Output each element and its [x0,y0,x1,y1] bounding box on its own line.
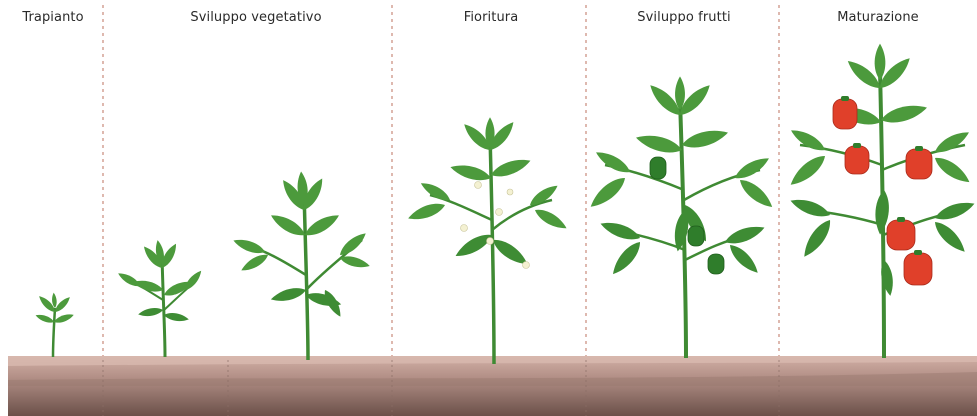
green-pepper [650,157,666,179]
red-pepper [845,146,869,174]
green-pepper [688,226,704,246]
flower [496,209,503,216]
red-pepper [833,99,857,129]
flower [487,238,494,245]
stage-dividers [103,5,779,360]
flower [461,225,468,232]
flower [475,182,482,189]
plant-fioritura [406,117,569,364]
flower [523,262,530,269]
plant-trapianto [35,292,75,357]
plant-vegetativo-large [232,171,371,360]
green-pepper [708,254,724,274]
red-pepper [887,220,915,250]
plant-vegetativo-small [116,240,204,357]
red-pepper [904,253,932,285]
soil-ground [8,356,977,416]
red-pepper [906,149,932,179]
flower [507,189,513,195]
plant-sviluppo-frutti [586,76,776,358]
plant-maturazione [786,44,976,358]
